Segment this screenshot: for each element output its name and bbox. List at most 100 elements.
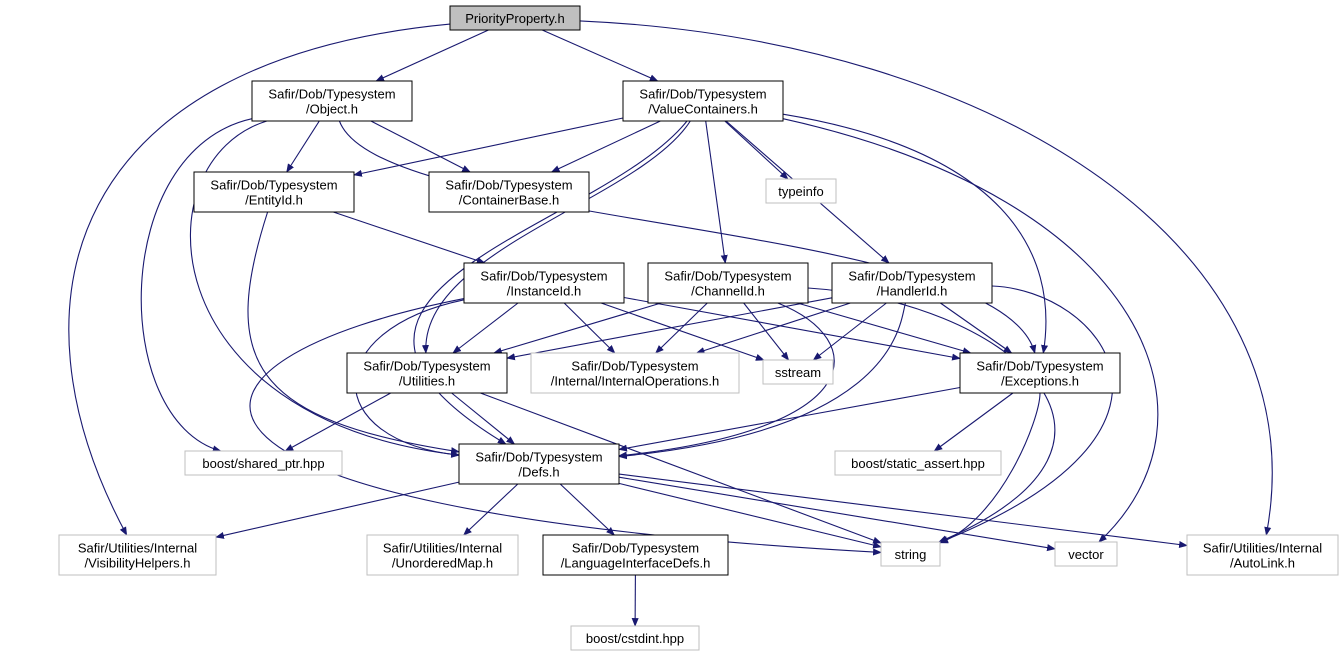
node-sstream: sstream (762, 359, 834, 385)
node-box-utilities (346, 352, 508, 394)
edge-channelid-to-utilities (493, 302, 662, 355)
node-root[interactable]: PriorityProperty.h (449, 5, 581, 31)
edge-root-to-valuecontainers (541, 29, 659, 82)
node-box-unorderedmap (366, 534, 519, 576)
edge-instanceid-to-sstream (600, 302, 765, 361)
node-box-autolink (1186, 534, 1339, 576)
node-label-defs-1: /Defs.h (518, 465, 559, 480)
node-label-typeinfo-0: typeinfo (778, 184, 824, 199)
node-unorderedmap: Safir/Utilities/Internal/UnorderedMap.h (366, 534, 519, 576)
edge-handlerid-to-sstream (812, 302, 887, 361)
edge-defs-to-visibility (215, 481, 460, 539)
edge-channelid-to-sstream (743, 302, 790, 361)
node-box-containerbase (428, 171, 590, 213)
node-label-containerbase-1: /ContainerBase.h (459, 193, 559, 208)
edge-valuecontainers-to-channelid (705, 120, 728, 264)
edge-object-to-containerbase (370, 120, 471, 173)
node-box-langiface (542, 534, 729, 576)
node-label-valuecontainers-1: /ValueContainers.h (648, 102, 758, 117)
node-label-valuecontainers-0: Safir/Dob/Typesystem (639, 87, 766, 102)
node-label-visibility-1: /VisibilityHelpers.h (85, 556, 191, 571)
node-object[interactable]: Safir/Dob/Typesystem/Object.h (251, 80, 413, 122)
node-autolink: Safir/Utilities/Internal/AutoLink.h (1186, 534, 1339, 576)
node-box-sharedptr (184, 450, 343, 476)
node-instanceid[interactable]: Safir/Dob/Typesystem/InstanceId.h (463, 262, 625, 304)
node-cstdint: boost/cstdint.hpp (570, 625, 700, 651)
node-label-exceptions-0: Safir/Dob/Typesystem (976, 359, 1103, 374)
node-label-object-1: /Object.h (306, 102, 358, 117)
edge-exceptions-to-defs (618, 386, 961, 452)
node-label-utilities-0: Safir/Dob/Typesystem (363, 359, 490, 374)
node-label-unorderedmap-1: /UnorderedMap.h (392, 556, 493, 571)
nodes: PriorityProperty.hSafir/Dob/Typesystem/O… (58, 5, 1339, 651)
edge-valuecontainers-to-typeinfo (724, 120, 789, 180)
node-string: string (880, 541, 941, 567)
node-typeinfo: typeinfo (765, 178, 837, 204)
node-label-langiface-1: /LanguageInterfaceDefs.h (561, 556, 711, 571)
edge-object-to-entityid (286, 120, 320, 173)
node-label-entityid-1: /EntityId.h (245, 193, 303, 208)
edge-valuecontainers-to-exceptions (782, 113, 1049, 354)
edge-instanceid-to-internalops (563, 302, 616, 354)
node-label-exceptions-1: /Exceptions.h (1001, 374, 1079, 389)
edge-handlerid-to-exceptions (940, 302, 1013, 354)
node-label-cstdint-0: boost/cstdint.hpp (586, 631, 684, 646)
node-channelid[interactable]: Safir/Dob/Typesystem/ChannelId.h (647, 262, 809, 304)
node-label-root-0: PriorityProperty.h (465, 11, 564, 26)
node-box-vector (1054, 541, 1118, 567)
node-label-sharedptr-0: boost/shared_ptr.hpp (202, 456, 324, 471)
node-staticassert: boost/static_assert.hpp (834, 450, 1002, 476)
edge-channelid-to-internalops (655, 302, 708, 354)
edge-utilities-to-defs (451, 392, 516, 445)
edge-defs-to-langiface (559, 483, 615, 536)
node-label-channelid-1: /ChannelId.h (691, 284, 765, 299)
node-box-instanceid (463, 262, 625, 304)
node-label-handlerid-0: Safir/Dob/Typesystem (848, 269, 975, 284)
node-box-typeinfo (765, 178, 837, 204)
node-label-defs-0: Safir/Dob/Typesystem (475, 450, 602, 465)
node-box-internalops (530, 352, 740, 394)
edge-instanceid-to-utilities (452, 302, 519, 354)
node-box-defs (458, 443, 620, 485)
node-label-autolink-0: Safir/Utilities/Internal (1203, 541, 1322, 556)
node-box-root (449, 5, 581, 31)
node-box-entityid (193, 171, 355, 213)
node-defs[interactable]: Safir/Dob/Typesystem/Defs.h (458, 443, 620, 485)
node-langiface[interactable]: Safir/Dob/Typesystem/LanguageInterfaceDe… (542, 534, 729, 576)
node-exceptions[interactable]: Safir/Dob/Typesystem/Exceptions.h (959, 352, 1121, 394)
edge-entityid-to-instanceid (333, 211, 486, 264)
node-containerbase[interactable]: Safir/Dob/Typesystem/ContainerBase.h (428, 171, 590, 213)
node-box-visibility (58, 534, 217, 576)
edge-valuecontainers-to-vector (782, 118, 1159, 543)
node-box-staticassert (834, 450, 1002, 476)
node-box-sstream (762, 359, 834, 385)
node-label-channelid-0: Safir/Dob/Typesystem (664, 269, 791, 284)
node-entityid[interactable]: Safir/Dob/Typesystem/EntityId.h (193, 171, 355, 213)
node-valuecontainers[interactable]: Safir/Dob/Typesystem/ValueContainers.h (622, 80, 784, 122)
node-box-valuecontainers (622, 80, 784, 122)
edge-handlerid-to-internalops (695, 302, 851, 354)
node-label-object-0: Safir/Dob/Typesystem (268, 87, 395, 102)
node-label-internalops-0: Safir/Dob/Typesystem (571, 359, 698, 374)
edge-valuecontainers-to-containerbase (550, 120, 661, 173)
edge-handlerid-to-defs (618, 302, 907, 460)
edge-entityid-to-defs (247, 211, 460, 455)
node-label-visibility-0: Safir/Utilities/Internal (78, 541, 197, 556)
node-box-exceptions (959, 352, 1121, 394)
edge-object-to-sharedptr (140, 118, 253, 453)
edge-channelid-to-exceptions (797, 302, 972, 355)
edge-defs-to-vector (618, 476, 1056, 552)
edge-root-to-autolink (579, 20, 1273, 536)
node-handlerid[interactable]: Safir/Dob/Typesystem/HandlerId.h (831, 262, 993, 304)
node-label-autolink-1: /AutoLink.h (1230, 556, 1295, 571)
node-box-cstdint (570, 625, 700, 651)
node-label-containerbase-0: Safir/Dob/Typesystem (445, 178, 572, 193)
edge-handlerid-to-utilities (506, 297, 833, 361)
node-visibility: Safir/Utilities/Internal/VisibilityHelpe… (58, 534, 217, 576)
node-label-utilities-1: /Utilities.h (399, 374, 455, 389)
node-utilities[interactable]: Safir/Dob/Typesystem/Utilities.h (346, 352, 508, 394)
node-label-langiface-0: Safir/Dob/Typesystem (572, 541, 699, 556)
node-box-handlerid (831, 262, 993, 304)
node-label-instanceid-1: /InstanceId.h (507, 284, 581, 299)
node-label-internalops-1: /Internal/InternalOperations.h (551, 374, 719, 389)
